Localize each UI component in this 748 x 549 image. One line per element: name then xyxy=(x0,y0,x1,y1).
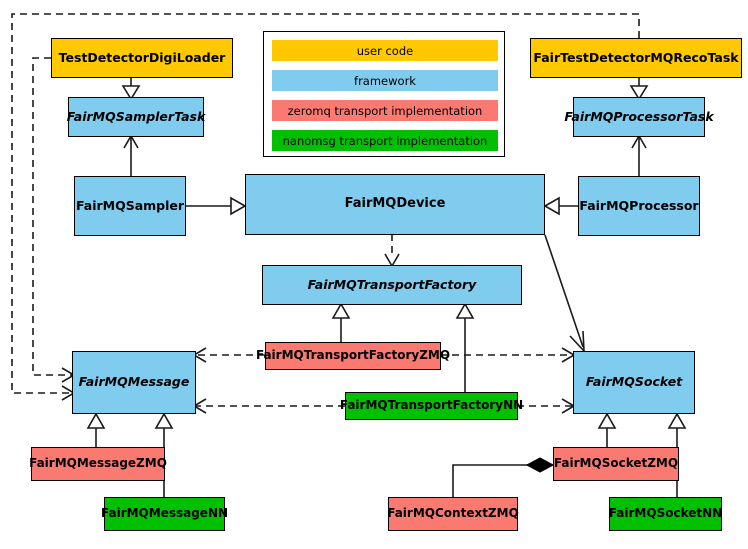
edge-tfzmq-to-message xyxy=(192,347,265,363)
legend-label-nanomsg: nanomsg transport implementation xyxy=(282,133,488,148)
legend-label-framework: framework xyxy=(354,73,416,88)
legend-label-user-code: user code xyxy=(356,43,414,58)
edge-device-to-socket xyxy=(544,234,585,354)
class-box-fairmqmessagenn[interactable]: FairMQMessageNN xyxy=(101,497,228,531)
class-box-fairmqsocketnn[interactable]: FairMQSocketNN xyxy=(609,497,722,531)
edge-tfnn-to-socket xyxy=(517,398,576,414)
legend-item-nanomsg: nanomsg transport implementation xyxy=(272,130,498,151)
edge-digiloader-to-samplertask xyxy=(121,78,141,101)
edge-processor-to-processortask xyxy=(631,134,647,176)
class-box-fairmqmessagezmq[interactable]: FairMQMessageZMQ xyxy=(29,447,167,481)
edge-tfzmq-to-transportfactory xyxy=(331,302,351,342)
edge-tfzmq-to-socket xyxy=(440,347,576,363)
class-box-fairmqtransportfactory[interactable]: FairMQTransportFactory xyxy=(262,265,522,305)
edge-messagezmq-to-message xyxy=(86,412,106,447)
class-box-fairmqtransportfactoryzmq[interactable]: FairMQTransportFactoryZMQ xyxy=(256,342,450,370)
class-box-fairmqcontextzmq[interactable]: FairMQContextZMQ xyxy=(387,497,519,531)
edge-device-to-transportfactory xyxy=(384,234,400,268)
class-box-fairmqprocessor[interactable]: FairMQProcessor xyxy=(578,176,700,236)
edge-sampler-to-samplertask xyxy=(123,134,139,176)
class-box-testdetectordigiloader[interactable]: TestDetectorDigiLoader xyxy=(51,38,233,78)
legend-item-zeromq: zeromq transport implementation xyxy=(272,100,498,121)
class-box-fairmqmessage[interactable]: FairMQMessage xyxy=(72,351,196,414)
legend-item-framework: framework xyxy=(272,70,498,91)
class-box-fairmqsampler[interactable]: FairMQSampler xyxy=(74,176,186,236)
class-box-fairmqsamplertask[interactable]: FairMQSamplerTask xyxy=(67,97,205,137)
class-box-fairmqdevice[interactable]: FairMQDevice xyxy=(245,174,545,235)
legend-item-user-code: user code xyxy=(272,40,498,61)
legend-panel: user code framework zeromq transport imp… xyxy=(263,31,505,157)
class-box-fairmqsocketzmq[interactable]: FairMQSocketZMQ xyxy=(553,447,679,481)
edge-processor-to-device xyxy=(543,196,578,216)
legend-label-zeromq: zeromq transport implementation xyxy=(287,103,483,118)
class-box-fairmqsocket[interactable]: FairMQSocket xyxy=(573,351,695,414)
edge-contextzmq-to-socketzmq xyxy=(452,457,555,497)
edge-sampler-to-device xyxy=(186,196,247,216)
edge-tfnn-to-message xyxy=(192,398,345,414)
class-box-fairtestdetectormqrecotask[interactable]: FairTestDetectorMQRecoTask xyxy=(530,38,742,78)
class-box-fairmqtransportfactorynn[interactable]: FairMQTransportFactoryNN xyxy=(340,392,523,420)
class-box-fairmqprocessortask[interactable]: FairMQProcessorTask xyxy=(564,97,714,137)
edge-tfnn-to-transportfactory xyxy=(455,302,475,392)
edge-socketzmq-to-socket xyxy=(597,412,617,447)
edge-recotask-to-processortask xyxy=(629,78,649,101)
